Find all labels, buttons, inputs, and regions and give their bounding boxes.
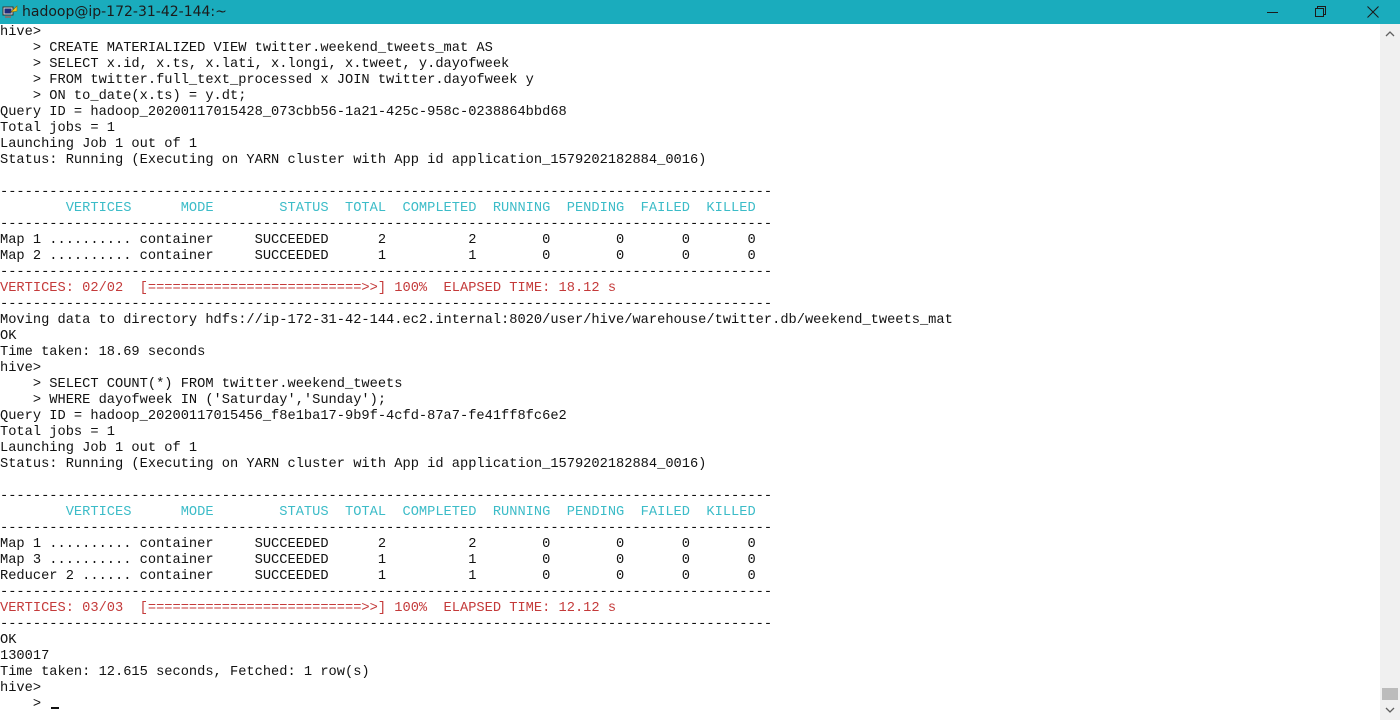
terminal-line: ----------------------------------------… bbox=[0, 265, 773, 280]
terminal-line: > CREATE MATERIALIZED VIEW twitter.weeke… bbox=[0, 41, 493, 56]
terminal-line: 130017 bbox=[0, 649, 50, 664]
terminal-line bbox=[0, 473, 953, 489]
terminal-line: ----------------------------------------… bbox=[0, 297, 773, 312]
terminal-output[interactable]: hive> > CREATE MATERIALIZED VIEW twitter… bbox=[0, 24, 1380, 720]
terminal-line: Launching Job 1 out of 1 bbox=[0, 137, 198, 152]
terminal-line: > WHERE dayofweek IN ('Saturday','Sunday… bbox=[0, 393, 387, 408]
terminal-lines: hive> > CREATE MATERIALIZED VIEW twitter… bbox=[0, 25, 953, 713]
minimize-icon bbox=[1267, 12, 1278, 13]
text-cursor bbox=[51, 707, 60, 709]
window-title: hadoop@ip-172-31-42-144:~ bbox=[22, 4, 227, 20]
terminal-line: > FROM twitter.full_text_processed x JOI… bbox=[0, 73, 534, 88]
terminal-line: Query ID = hadoop_20200117015428_073cbb5… bbox=[0, 105, 567, 120]
terminal-line: OK bbox=[0, 329, 17, 344]
terminal-line: Map 1 .......... container SUCCEEDED 2 2… bbox=[0, 233, 756, 248]
terminal-line: hive> bbox=[0, 25, 42, 40]
window-titlebar[interactable]: hadoop@ip-172-31-42-144:~ bbox=[0, 0, 1400, 24]
arrow-down-icon bbox=[1385, 707, 1395, 713]
terminal-line: ----------------------------------------… bbox=[0, 585, 773, 600]
terminal-line: Map 3 .......... container SUCCEEDED 1 1… bbox=[0, 553, 756, 568]
terminal-line: hive> bbox=[0, 681, 42, 696]
prompt-text: > bbox=[0, 697, 50, 712]
terminal-line: Total jobs = 1 bbox=[0, 121, 115, 136]
terminal-line: Query ID = hadoop_20200117015456_f8e1ba1… bbox=[0, 409, 567, 424]
progress-line: VERTICES: 03/03 [=======================… bbox=[0, 601, 617, 616]
maximize-icon bbox=[1315, 6, 1326, 17]
terminal-line: Total jobs = 1 bbox=[0, 425, 115, 440]
terminal-line: Map 1 .......... container SUCCEEDED 2 2… bbox=[0, 537, 756, 552]
close-button[interactable] bbox=[1350, 0, 1396, 24]
progress-line: VERTICES: 02/02 [=======================… bbox=[0, 281, 617, 296]
scroll-up-button[interactable] bbox=[1380, 24, 1400, 44]
arrow-up-icon bbox=[1385, 31, 1395, 37]
minimize-button[interactable] bbox=[1250, 0, 1296, 24]
scroll-thumb[interactable] bbox=[1382, 688, 1398, 700]
terminal-line: ----------------------------------------… bbox=[0, 617, 773, 632]
vertical-scrollbar[interactable] bbox=[1380, 24, 1400, 720]
prompt-line[interactable]: > bbox=[0, 697, 953, 713]
terminal-line: ----------------------------------------… bbox=[0, 489, 773, 504]
terminal-line: Time taken: 18.69 seconds bbox=[0, 345, 206, 360]
terminal-line: Time taken: 12.615 seconds, Fetched: 1 r… bbox=[0, 665, 370, 680]
terminal-line: Map 2 .......... container SUCCEEDED 1 1… bbox=[0, 249, 756, 264]
terminal-line: hive> bbox=[0, 361, 42, 376]
terminal-line: > SELECT COUNT(*) FROM twitter.weekend_t… bbox=[0, 377, 403, 392]
scroll-down-button[interactable] bbox=[1380, 700, 1400, 720]
maximize-button[interactable] bbox=[1298, 0, 1344, 24]
terminal-line: Status: Running (Executing on YARN clust… bbox=[0, 457, 707, 472]
terminal-line bbox=[0, 169, 953, 185]
terminal-line: ----------------------------------------… bbox=[0, 217, 773, 232]
close-icon bbox=[1367, 6, 1379, 18]
table-header-line: VERTICES MODE STATUS TOTAL COMPLETED RUN… bbox=[0, 201, 756, 216]
terminal-line: Status: Running (Executing on YARN clust… bbox=[0, 153, 707, 168]
terminal-line: Launching Job 1 out of 1 bbox=[0, 441, 198, 456]
terminal-line: OK bbox=[0, 633, 17, 648]
terminal-line: ----------------------------------------… bbox=[0, 521, 773, 536]
terminal-line: > SELECT x.id, x.ts, x.lati, x.longi, x.… bbox=[0, 57, 510, 72]
terminal-line: ----------------------------------------… bbox=[0, 185, 773, 200]
terminal-line: > ON to_date(x.ts) = y.dt; bbox=[0, 89, 247, 104]
terminal-line: Moving data to directory hdfs://ip-172-3… bbox=[0, 313, 953, 328]
table-header-line: VERTICES MODE STATUS TOTAL COMPLETED RUN… bbox=[0, 505, 756, 520]
terminal-line: Reducer 2 ...... container SUCCEEDED 1 1… bbox=[0, 569, 756, 584]
putty-icon bbox=[2, 5, 18, 18]
